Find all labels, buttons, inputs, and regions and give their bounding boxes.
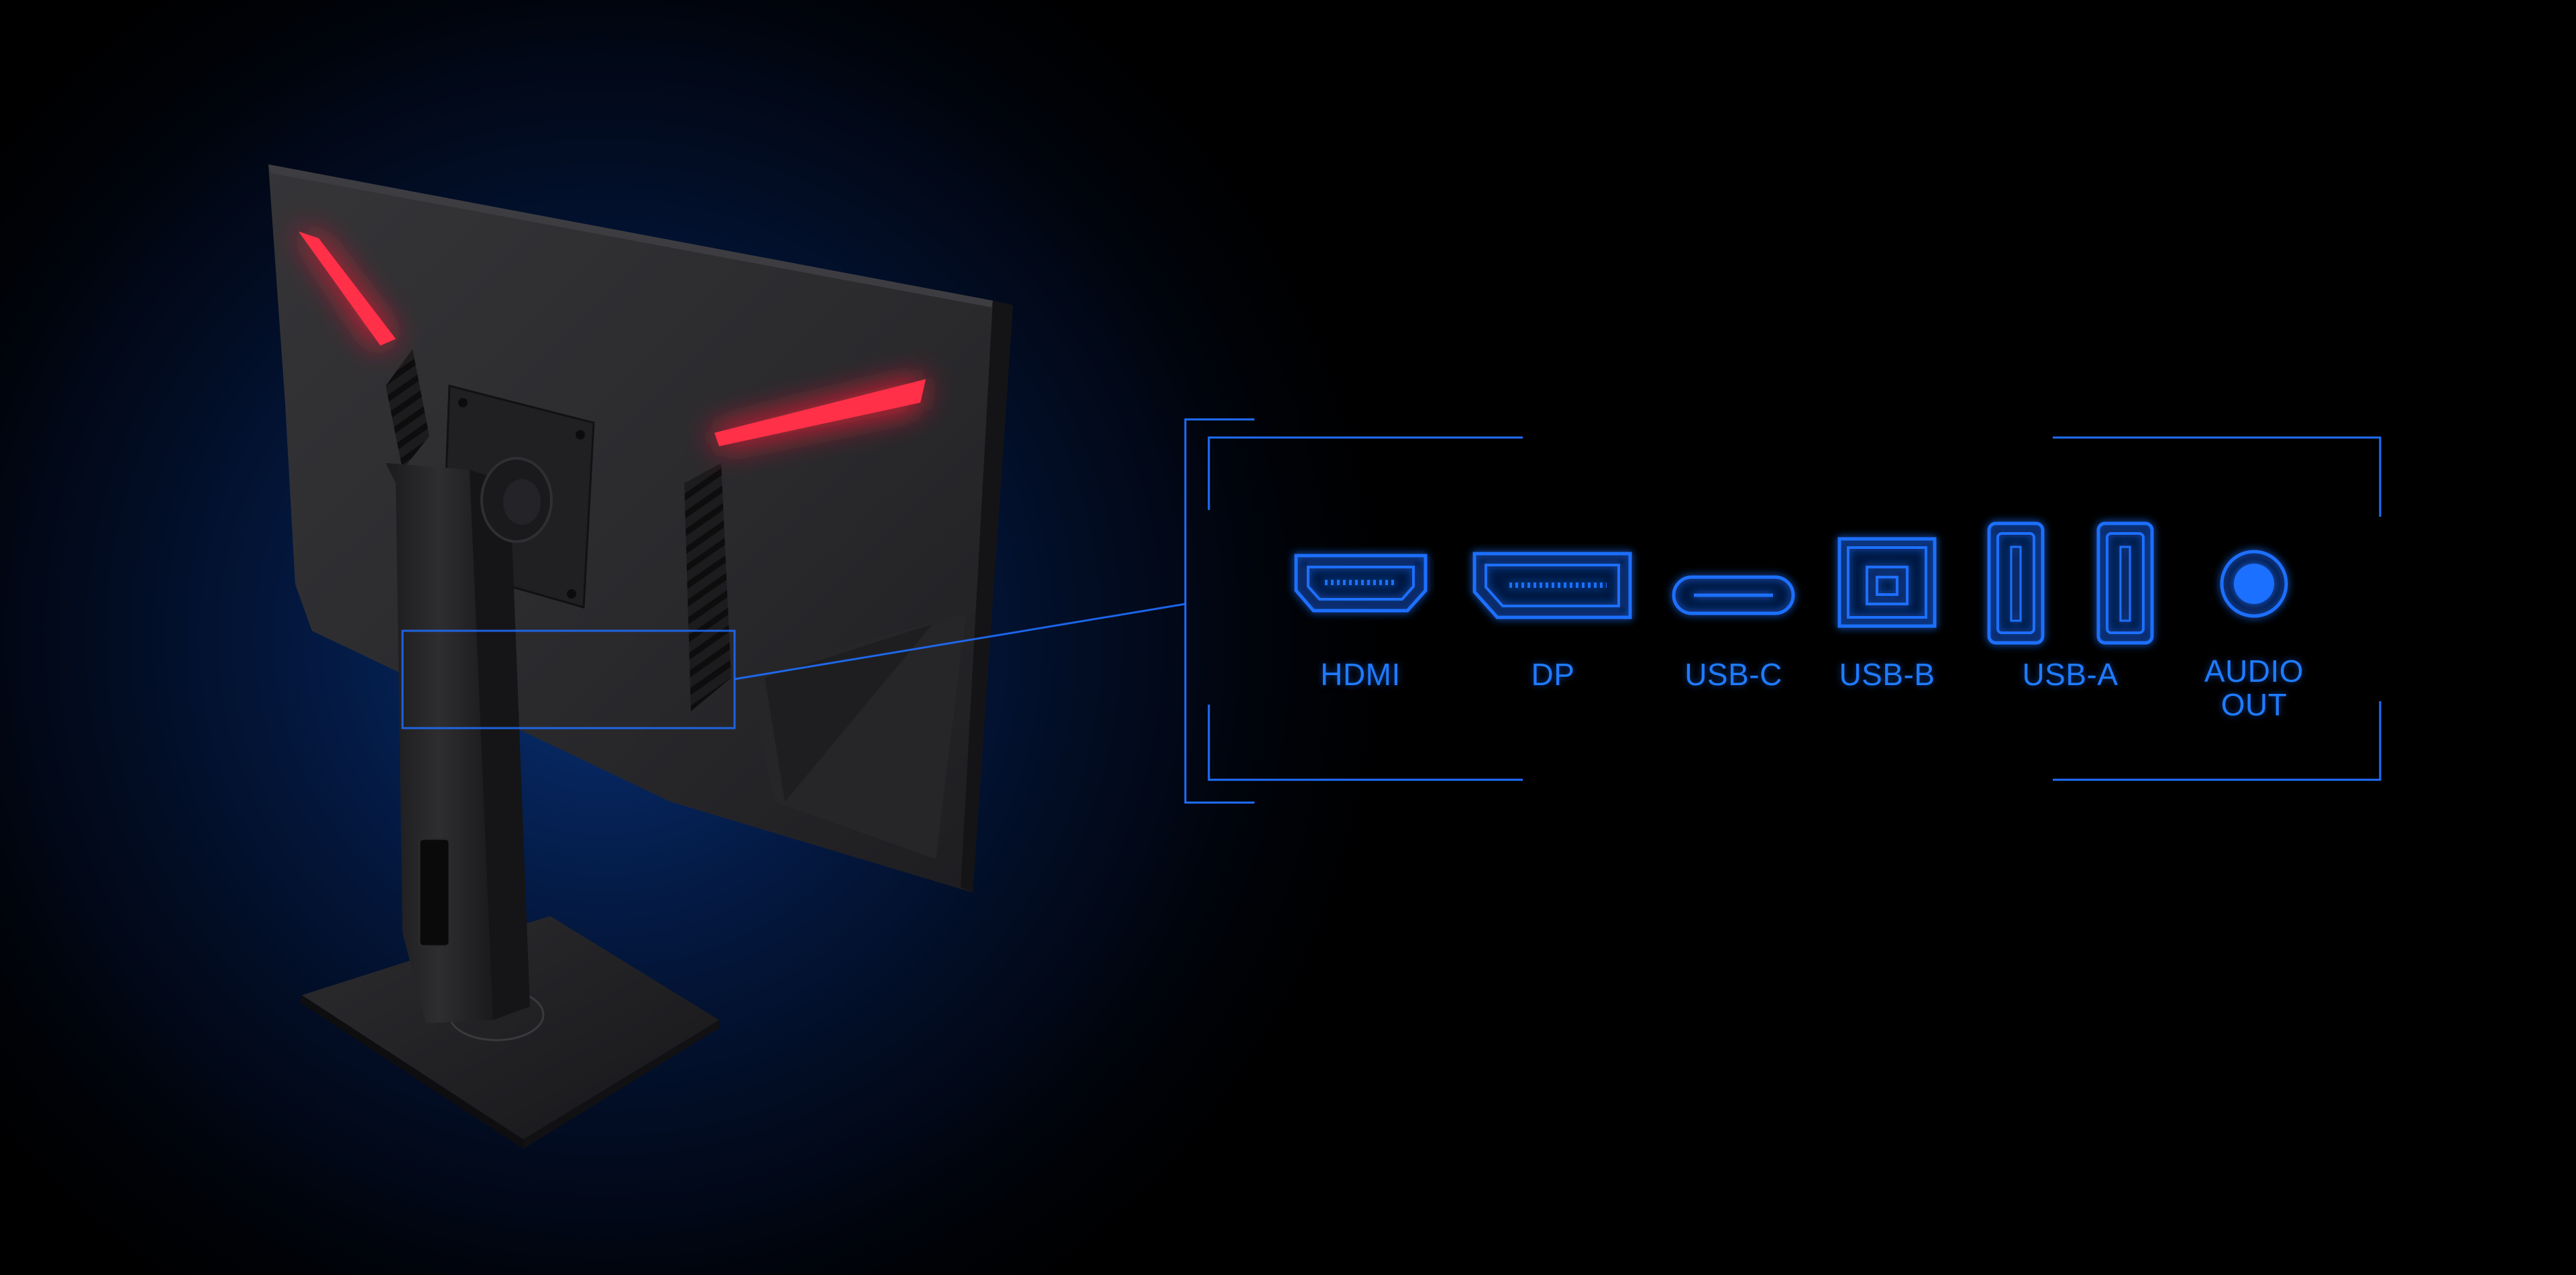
- monitor-base: [302, 916, 719, 1139]
- port-label-audio-out: AUDIO OUT: [2204, 654, 2304, 722]
- port-label-usb-a: USB-A: [2022, 657, 2118, 692]
- audio-jack-icon: [2220, 550, 2288, 618]
- usb-a-port-icon-2: [2096, 521, 2154, 645]
- monitor: [268, 164, 1186, 1149]
- led-strip-left: [295, 228, 396, 349]
- hdmi-port-icon: [1294, 554, 1428, 613]
- port-highlight-box: [401, 629, 736, 729]
- monitor-stand: [386, 463, 493, 1023]
- displayport-icon: [1472, 552, 1632, 619]
- usb-c-port-icon: [1672, 575, 1795, 615]
- usb-b-port-icon: [1837, 537, 1937, 628]
- port-label-usb-c: USB-C: [1684, 657, 1782, 692]
- port-label-dp: DP: [1531, 657, 1575, 692]
- port-label-hdmi: HDMI: [1320, 657, 1401, 692]
- ports-callout-frame: [1184, 418, 2381, 804]
- port-label-usb-b: USB-B: [1839, 657, 1935, 692]
- usb-a-port-icon: [1987, 521, 2045, 645]
- led-strip-right: [711, 376, 926, 450]
